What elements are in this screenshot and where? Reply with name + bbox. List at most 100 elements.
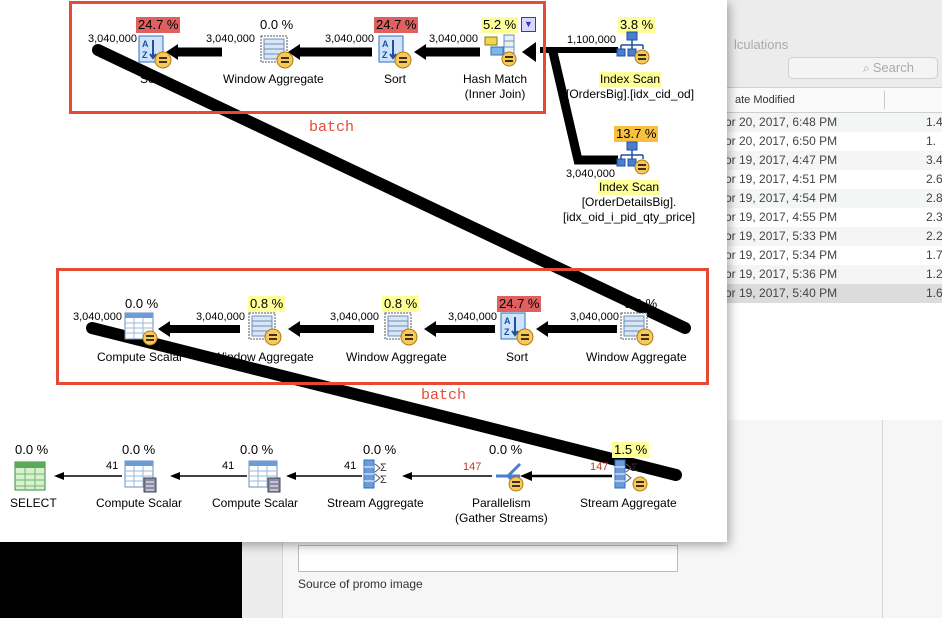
size-cell: 2.3 xyxy=(926,210,942,224)
node-label: Window Aggregate xyxy=(213,350,314,364)
stream-aggregate-icon[interactable]: Σ xyxy=(614,458,648,492)
node-sublabel: [OrderDetailsBig]. xyxy=(581,195,677,209)
cost-badge: 0.0 % xyxy=(624,296,658,311)
date-modified-header[interactable]: ate Modified xyxy=(735,94,795,106)
properties-panel-right xyxy=(882,420,942,618)
batch-link-1 xyxy=(92,44,691,334)
date-modified-cell: or 19, 2017, 5:40 PM xyxy=(725,286,838,300)
svg-text:Σ: Σ xyxy=(631,462,638,474)
node-label: Stream Aggregate xyxy=(327,496,424,510)
compute-scalar-icon[interactable] xyxy=(124,460,158,494)
chevron-down-icon[interactable]: ▼ xyxy=(521,17,536,32)
plan-connectors xyxy=(54,42,691,481)
cost-badge: 0.0 % xyxy=(15,442,49,457)
compute-scalar-icon[interactable] xyxy=(124,312,158,346)
batch-box-2 xyxy=(56,268,709,385)
table-row[interactable]: or 19, 2017, 4:51 PM 2.6 xyxy=(725,170,942,189)
node-label: Window Aggregate xyxy=(346,350,447,364)
node-label: Sort xyxy=(140,72,163,86)
size-cell: 1.2 xyxy=(926,267,942,281)
cost-badge: 24.7 % xyxy=(136,17,181,33)
cost-badge: 0.0 % xyxy=(260,17,294,32)
index-scan-icon[interactable] xyxy=(616,31,650,65)
search-icon: ⌕ xyxy=(863,61,870,75)
size-cell: 2.2 xyxy=(926,229,942,243)
caption-input[interactable] xyxy=(298,545,678,572)
date-modified-cell: or 20, 2017, 6:50 PM xyxy=(725,134,838,148)
window-aggregate-icon[interactable] xyxy=(248,312,282,346)
size-cell: 1.4 xyxy=(926,115,942,129)
parallelism-icon[interactable] xyxy=(494,458,528,492)
node-label: Compute Scalar xyxy=(97,350,184,364)
search-placeholder: Search xyxy=(872,60,914,75)
sort-icon[interactable]: A Z xyxy=(378,35,412,69)
background-window-title: lculations xyxy=(734,37,789,52)
batch-link-2 xyxy=(86,322,682,481)
size-cell: 1.6 xyxy=(926,286,942,300)
date-modified-cell: or 19, 2017, 4:51 PM xyxy=(725,172,838,186)
svg-text:Σ: Σ xyxy=(380,474,387,486)
size-cell: 1. xyxy=(926,134,937,148)
row-count: 3,040,000 xyxy=(196,311,245,323)
row-count: 147 xyxy=(590,461,609,473)
row-count: 3,040,000 xyxy=(570,311,619,323)
size-cell: 2.8 xyxy=(926,191,942,205)
row-count: 147 xyxy=(463,461,482,473)
table-row[interactable]: or 20, 2017, 6:48 PM 1.4 xyxy=(725,113,942,132)
table-header[interactable]: ate Modified xyxy=(727,88,942,113)
table-row[interactable]: or 19, 2017, 4:55 PM 2.3 xyxy=(725,208,942,227)
sort-icon[interactable]: A Z xyxy=(500,312,534,346)
window-aggregate-icon[interactable] xyxy=(260,35,294,69)
search-field[interactable]: ⌕Search xyxy=(788,57,938,79)
caption-label: Source of promo image xyxy=(298,577,423,591)
svg-text:Z: Z xyxy=(504,327,510,337)
execution-plan-window: batch batch 24.7 % 3,040,000 A Z Sort 0.… xyxy=(0,0,727,542)
cost-badge: 0.0 % xyxy=(122,442,156,457)
cost-badge: 1.5 % xyxy=(612,442,650,458)
node-sublabel: (Inner Join) xyxy=(464,87,526,101)
node-sublabel: [OrdersBig].[idx_cid_od] xyxy=(566,87,695,101)
row-count: 3,040,000 xyxy=(566,168,615,180)
table-row[interactable]: or 20, 2017, 6:50 PM 1. xyxy=(725,132,942,151)
node-label: Sort xyxy=(506,350,529,364)
table-row[interactable]: or 19, 2017, 5:40 PM 1.6 xyxy=(725,284,942,303)
compute-scalar-icon[interactable] xyxy=(248,460,282,494)
svg-text:A: A xyxy=(382,39,389,49)
row-count: 3,040,000 xyxy=(325,33,374,45)
date-modified-cell: or 19, 2017, 4:55 PM xyxy=(725,210,838,224)
size-cell: 1.7 xyxy=(926,248,942,262)
date-modified-cell: or 20, 2017, 6:48 PM xyxy=(725,115,838,129)
cost-badge: 3.8 % xyxy=(618,17,656,33)
cost-badge: 0.0 % xyxy=(125,296,159,311)
row-count: 41 xyxy=(344,460,357,472)
size-cell: 3.4 xyxy=(926,153,942,167)
desktop-background xyxy=(0,540,242,618)
cost-badge: 5.2 % xyxy=(481,17,519,33)
table-row[interactable]: or 19, 2017, 4:47 PM 3.4 xyxy=(725,151,942,170)
node-label: Index Scan xyxy=(598,180,661,195)
select-icon[interactable] xyxy=(14,460,48,494)
node-sublabel: [idx_oid_i_pid_qty_price] xyxy=(563,210,696,224)
batch-box-1 xyxy=(69,1,546,114)
window-aggregate-icon[interactable] xyxy=(384,312,418,346)
date-modified-cell: or 19, 2017, 4:47 PM xyxy=(725,153,838,167)
node-label: Sort xyxy=(384,72,407,86)
cost-badge: 0.0 % xyxy=(240,442,274,457)
svg-text:A: A xyxy=(142,39,149,49)
node-label: Window Aggregate xyxy=(223,72,324,86)
stream-aggregate-icon[interactable]: Σ Σ xyxy=(363,458,397,492)
window-aggregate-icon[interactable] xyxy=(620,312,654,346)
size-cell: 2.6 xyxy=(926,172,942,186)
row-count: 1,100,000 xyxy=(567,34,616,46)
sort-icon[interactable]: A Z xyxy=(138,35,172,69)
row-count: 3,040,000 xyxy=(206,33,255,45)
hash-match-icon[interactable] xyxy=(484,33,518,67)
svg-text:Σ: Σ xyxy=(380,462,387,474)
node-sublabel: (Gather Streams) xyxy=(455,511,548,525)
node-label: Hash Match xyxy=(463,72,528,86)
index-scan-icon[interactable] xyxy=(616,141,650,175)
